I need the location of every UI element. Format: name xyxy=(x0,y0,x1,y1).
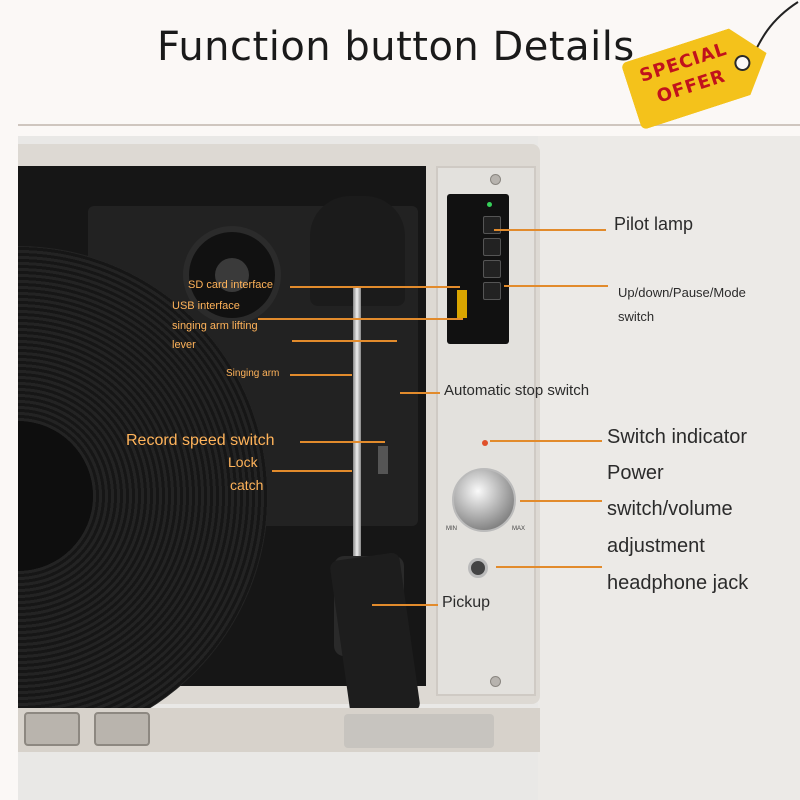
switch-indicator-led xyxy=(482,440,488,446)
label-record-speed: Record speed switch xyxy=(126,432,275,449)
callout-line xyxy=(272,470,352,472)
label-power-2: switch/volume xyxy=(607,498,733,520)
callout-line xyxy=(300,441,385,443)
title-divider xyxy=(18,124,800,126)
label-power-3: adjustment xyxy=(607,535,705,557)
label-lock-1: Lock xyxy=(228,454,258,470)
label-pickup: Pickup xyxy=(442,594,491,611)
media-module xyxy=(447,194,509,344)
reel-icon xyxy=(183,226,281,324)
label-lifting-lever-2: lever xyxy=(172,339,196,351)
pilot-lamp-led xyxy=(487,202,492,207)
label-headphone: headphone jack xyxy=(607,572,749,594)
label-power-1: Power xyxy=(607,462,664,484)
callout-line xyxy=(372,604,438,606)
turntable-photo: MIN MAX xyxy=(18,136,800,800)
next-button xyxy=(483,238,501,256)
label-updown-1: Up/down/Pause/Mode xyxy=(618,285,746,300)
usb-port xyxy=(457,290,467,318)
pause-button xyxy=(483,260,501,278)
speed-switch xyxy=(378,446,388,474)
callout-line xyxy=(258,318,463,320)
callout-line xyxy=(290,374,352,376)
callout-line xyxy=(290,286,460,288)
label-usb: USB interface xyxy=(172,300,240,312)
screw-icon xyxy=(490,676,501,687)
case-latch xyxy=(24,712,80,746)
label-switch-indicator: Switch indicator xyxy=(607,426,748,448)
callout-line xyxy=(292,340,397,342)
background-wall xyxy=(538,136,800,800)
label-pilot-lamp: Pilot lamp xyxy=(614,214,694,234)
knob-min-label: MIN xyxy=(446,526,457,532)
label-updown-2: switch xyxy=(618,309,655,324)
callout-line xyxy=(504,285,608,287)
speaker-vent xyxy=(344,714,494,748)
screw-icon xyxy=(490,174,501,185)
mode-button xyxy=(483,282,501,300)
callout-line xyxy=(496,566,602,568)
label-lifting-lever-1: singing arm lifting xyxy=(172,320,258,332)
callout-line xyxy=(400,392,440,394)
label-singing-arm: Singing arm xyxy=(226,368,280,379)
headphone-jack xyxy=(468,558,488,578)
callout-line xyxy=(520,500,602,502)
label-lock-2: catch xyxy=(230,477,264,493)
control-panel: MIN MAX xyxy=(436,166,536,696)
volume-knob xyxy=(452,468,516,532)
knob-max-label: MAX xyxy=(512,526,526,532)
page-title: Function button Details xyxy=(157,24,635,70)
turntable-deck xyxy=(18,166,426,746)
callout-line xyxy=(494,229,606,231)
callout-line xyxy=(490,440,602,442)
tonearm xyxy=(353,286,361,626)
label-sd-card: SD card interface xyxy=(188,279,273,291)
label-auto-stop: Automatic stop switch xyxy=(444,382,590,399)
case-latch xyxy=(94,712,150,746)
prev-button xyxy=(483,216,501,234)
